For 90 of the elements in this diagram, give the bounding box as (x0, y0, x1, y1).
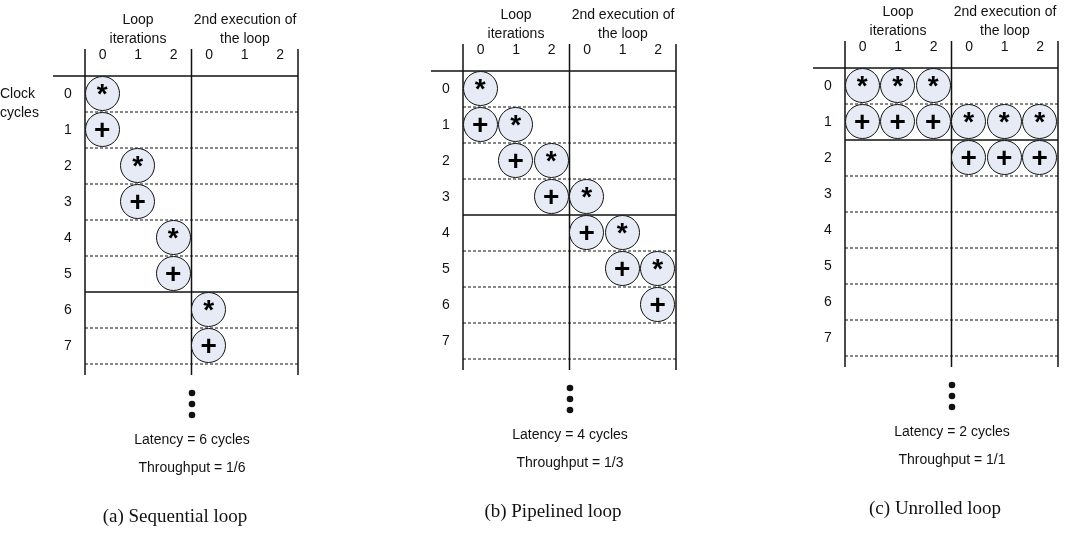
row-number: 4 (63, 228, 73, 247)
operation-circle: * (120, 148, 156, 183)
column-number: 2 (653, 40, 664, 59)
row-number: 0 (63, 84, 73, 103)
operation-circle: * (84, 76, 120, 111)
row-number: 7 (63, 336, 73, 355)
operation-circle: * (951, 104, 987, 139)
column-number: 2 (168, 45, 179, 64)
row-number: 5 (441, 259, 451, 278)
column-number: 0 (475, 40, 486, 59)
operation-circle: * (604, 215, 640, 250)
operation-circle: + (569, 215, 605, 250)
operation-circle: * (986, 104, 1022, 139)
operation-circle: * (191, 292, 227, 327)
column-number: 1 (999, 38, 1010, 56)
column-header: 2nd execution of the loop (953, 2, 1057, 40)
column-number: 1 (893, 37, 904, 56)
operation-circle: + (951, 140, 987, 175)
row-number: 2 (441, 151, 451, 170)
operation-circle: + (462, 107, 498, 142)
operation-circle: + (155, 256, 191, 291)
operation-circle: * (640, 251, 676, 286)
column-number: 1 (133, 45, 144, 64)
row-number: 3 (823, 184, 833, 203)
column-number: 1 (239, 46, 250, 64)
row-number: 4 (441, 223, 451, 242)
row-number: 1 (823, 112, 833, 131)
latency-note: Latency = 4 cycles (511, 425, 629, 444)
operation-circle: + (640, 287, 676, 322)
operation-circle: * (498, 107, 534, 142)
operation-circle: * (880, 68, 916, 103)
column-header: Loop iterations (868, 2, 928, 40)
latency-note: Latency = 2 cycles (893, 422, 1011, 441)
column-number: 0 (97, 45, 108, 64)
operation-circle: * (533, 143, 569, 178)
operation-circle: * (915, 68, 951, 103)
operation-circle: + (533, 179, 569, 214)
column-header: 2nd execution of the loop (193, 10, 297, 48)
row-number: 4 (823, 220, 833, 239)
row-number: 7 (441, 331, 451, 350)
row-number: 5 (63, 264, 73, 283)
column-number: 2 (275, 45, 286, 64)
operation-circle: * (462, 71, 498, 106)
throughput-note: Throughput = 1/3 (515, 453, 625, 472)
column-number: 0 (204, 45, 215, 64)
row-number: 6 (63, 300, 73, 319)
column-header: Loop iterations (486, 5, 546, 43)
operation-circle: * (1022, 104, 1058, 139)
column-header: 2nd execution of the loop (571, 5, 675, 43)
operation-circle: + (915, 104, 951, 139)
operation-circle: + (120, 184, 156, 219)
operation-circle: * (155, 220, 191, 255)
figure-caption: (b) Pipelined loop (483, 501, 623, 520)
row-number: 5 (823, 256, 833, 275)
column-number: 0 (582, 40, 593, 59)
row-number: 0 (823, 76, 833, 95)
row-number: 0 (441, 79, 451, 98)
row-number: 2 (63, 156, 73, 175)
operation-circle: + (498, 143, 534, 178)
column-header: Loop iterations (108, 10, 168, 48)
operation-circle: + (84, 112, 120, 147)
column-number: 0 (857, 37, 868, 56)
row-number: 1 (63, 120, 73, 139)
operation-circle: + (604, 251, 640, 286)
column-number: 1 (617, 41, 628, 59)
operation-circle: + (986, 140, 1022, 175)
figure-caption: (c) Unrolled loop (868, 498, 1002, 517)
row-number: 3 (63, 192, 73, 211)
operation-circle: + (880, 104, 916, 139)
figure-caption: (a) Sequential loop (101, 506, 249, 525)
throughput-note: Throughput = 1/1 (897, 450, 1007, 469)
column-number: 2 (546, 40, 557, 59)
axis-label: Clock cycles (0, 84, 40, 122)
row-number: 1 (441, 115, 451, 134)
column-number: 2 (1035, 37, 1046, 56)
operation-circle: + (191, 328, 227, 363)
row-number: 3 (441, 187, 451, 206)
operation-circle: + (844, 104, 880, 139)
row-number: 6 (823, 292, 833, 311)
column-number: 2 (928, 37, 939, 56)
column-number: 1 (511, 40, 522, 59)
column-number: 0 (964, 37, 975, 56)
row-number: 6 (441, 295, 451, 314)
row-number: 2 (823, 148, 833, 167)
operation-circle: + (1022, 140, 1058, 175)
latency-note: Latency = 6 cycles (133, 430, 251, 449)
throughput-note: Throughput = 1/6 (137, 458, 247, 477)
row-number: 7 (823, 328, 833, 347)
operation-circle: * (844, 68, 880, 103)
operation-circle: * (569, 179, 605, 214)
